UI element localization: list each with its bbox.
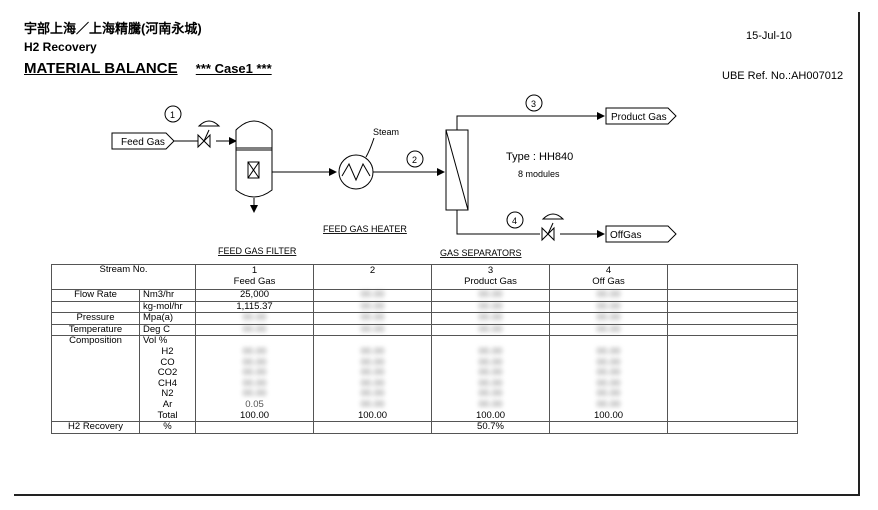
stream-no-header: Stream No. bbox=[50, 264, 197, 290]
table-row: H2 Recovery % 50.7% bbox=[51, 421, 799, 434]
off-gas-label: OffGas bbox=[610, 230, 642, 241]
stream-1-marker: 1 bbox=[164, 105, 182, 123]
table-row: Composition Vol % bbox=[51, 335, 799, 347]
feed-flow-nm3: 25,000 bbox=[195, 289, 315, 302]
stream-3-marker: 3 bbox=[525, 94, 543, 112]
svg-text:2: 2 bbox=[412, 155, 417, 165]
svg-text:3: 3 bbox=[531, 99, 536, 109]
feed-flow-kgmol: 1,115.37 bbox=[195, 300, 315, 314]
steam-label: Steam bbox=[373, 127, 399, 137]
ar-feed-value: 0.05 bbox=[195, 399, 315, 411]
table-row: Flow Rate Nm3/hr 25,000 00.00 00.00 00.0… bbox=[51, 289, 799, 302]
table-row: CO 00.00 00.00 00.00 00.00 bbox=[51, 357, 799, 369]
table-row: Pressure Mpa(a) 00.00 00.00 00.00 00.00 bbox=[51, 312, 799, 325]
table-row: CO2 00.00 00.00 00.00 00.00 bbox=[51, 368, 799, 379]
table-row: Total 100.00 100.00 100.00 100.00 bbox=[51, 410, 799, 423]
h2-recovery-value: 50.7% bbox=[431, 421, 551, 434]
table-row: Temperature Deg C 00.00 00.00 00.00 00.0… bbox=[51, 323, 799, 337]
control-valve-2-icon bbox=[541, 213, 565, 242]
feed-filter-label: FEED GAS FILTER bbox=[218, 246, 297, 256]
svg-text:1: 1 bbox=[170, 110, 175, 120]
table-row: H2 00.00 00.00 00.00 00.00 bbox=[51, 346, 799, 358]
module-count: 8 modules bbox=[518, 169, 560, 179]
case-label: *** Case1 *** bbox=[195, 61, 272, 76]
table-row: Ar 0.05 00.00 00.00 00.00 bbox=[51, 399, 799, 411]
control-valve-1-icon bbox=[197, 120, 221, 149]
feed-gas-label: Feed Gas bbox=[121, 137, 165, 148]
stream-2-marker: 2 bbox=[406, 150, 424, 168]
off-gas-tag: OffGas bbox=[605, 225, 677, 243]
feed-gas-heater-icon bbox=[338, 137, 375, 190]
product-gas-tag: Product Gas bbox=[605, 107, 677, 125]
table-row: CH4 00.00 00.00 00.00 00.00 bbox=[51, 378, 799, 390]
stream-4-marker: 4 bbox=[506, 211, 524, 229]
product-gas-label: Product Gas bbox=[611, 112, 667, 123]
stream-2-header: 2 bbox=[313, 264, 433, 290]
process-flow-diagram: Feed Gas 1 Steam 2 Type : HH bbox=[111, 94, 677, 258]
table-row: kg-mol/hr 1,115.37 00.00 00.00 00.00 bbox=[51, 300, 799, 314]
feed-gas-filter-icon bbox=[235, 120, 273, 213]
feed-gas-tag: Feed Gas bbox=[111, 132, 175, 150]
separators-label: GAS SEPARATORS bbox=[440, 248, 522, 258]
page-title: MATERIAL BALANCE *** Case1 *** bbox=[24, 60, 272, 77]
separator-type: Type : HH840 bbox=[506, 151, 573, 163]
date: 15-Jul-10 bbox=[746, 30, 792, 42]
gas-separator-icon bbox=[445, 129, 469, 211]
table-row: N2 00.00 00.00 00.00 00.00 bbox=[51, 389, 799, 400]
subtitle: H2 Recovery bbox=[24, 40, 97, 54]
chinese-title: 宇部上海／上海精騰(河南永城) bbox=[24, 21, 202, 36]
heater-label: FEED GAS HEATER bbox=[323, 224, 407, 234]
svg-text:4: 4 bbox=[512, 216, 517, 226]
title-text: MATERIAL BALANCE bbox=[24, 60, 178, 77]
reference-number: UBE Ref. No.:AH007012 bbox=[722, 70, 844, 82]
